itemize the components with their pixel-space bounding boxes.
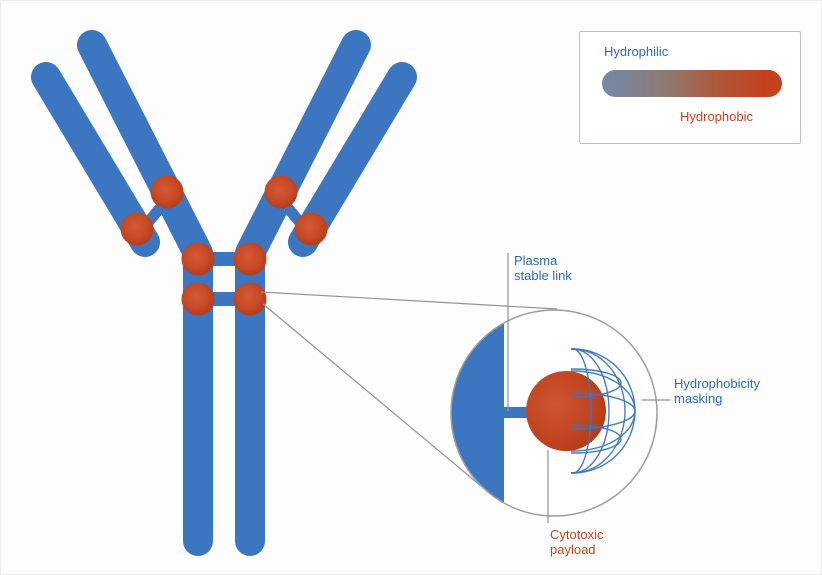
light-chain-right bbox=[288, 62, 417, 257]
antibody bbox=[31, 30, 417, 556]
masking-label-line1: Hydrophobicity bbox=[674, 376, 760, 391]
payload-site bbox=[264, 175, 298, 209]
callout-plasma-stable-link: Plasma stable link bbox=[514, 253, 572, 283]
legend-box: Hydrophilic Hydrophobic bbox=[579, 31, 801, 144]
legend-hydrophobic-label: Hydrophobic bbox=[680, 109, 753, 124]
payload-label-line2: payload bbox=[550, 542, 596, 557]
hydrophobicity-masking-mesh-icon bbox=[571, 348, 636, 474]
plasma-link-label-line1: Plasma bbox=[514, 253, 558, 268]
magnifier-tangent-line-bottom bbox=[262, 303, 488, 492]
light-chain-left bbox=[31, 62, 160, 257]
legend-hydrophilic-label: Hydrophilic bbox=[604, 44, 669, 59]
payload-site bbox=[181, 282, 215, 316]
plasma-link-label-line2: stable link bbox=[514, 268, 572, 283]
payload-site bbox=[181, 242, 215, 276]
heavy-chain-left bbox=[77, 30, 213, 556]
zoom-circle-outline bbox=[450, 309, 658, 517]
payload-site bbox=[294, 212, 328, 246]
hydrophilicity-gradient-bar bbox=[602, 70, 782, 97]
payload-site bbox=[120, 212, 154, 246]
antibody-fragment-blob bbox=[451, 310, 504, 516]
callout-hydrophobicity-masking: Hydrophobicity masking bbox=[674, 376, 760, 406]
magnifier-tangent-line-top bbox=[260, 291, 558, 310]
zoom-circle bbox=[450, 309, 658, 517]
payload-site bbox=[233, 282, 267, 316]
payload-label-line1: Cytotoxic bbox=[550, 527, 604, 542]
payload-site bbox=[233, 242, 267, 276]
cytotoxic-payload-sphere bbox=[526, 371, 606, 451]
callout-cytotoxic-payload: Cytotoxic payload bbox=[550, 527, 603, 557]
payload-site bbox=[150, 175, 184, 209]
masking-label-line2: masking bbox=[674, 391, 723, 406]
heavy-chain-right bbox=[235, 30, 371, 556]
